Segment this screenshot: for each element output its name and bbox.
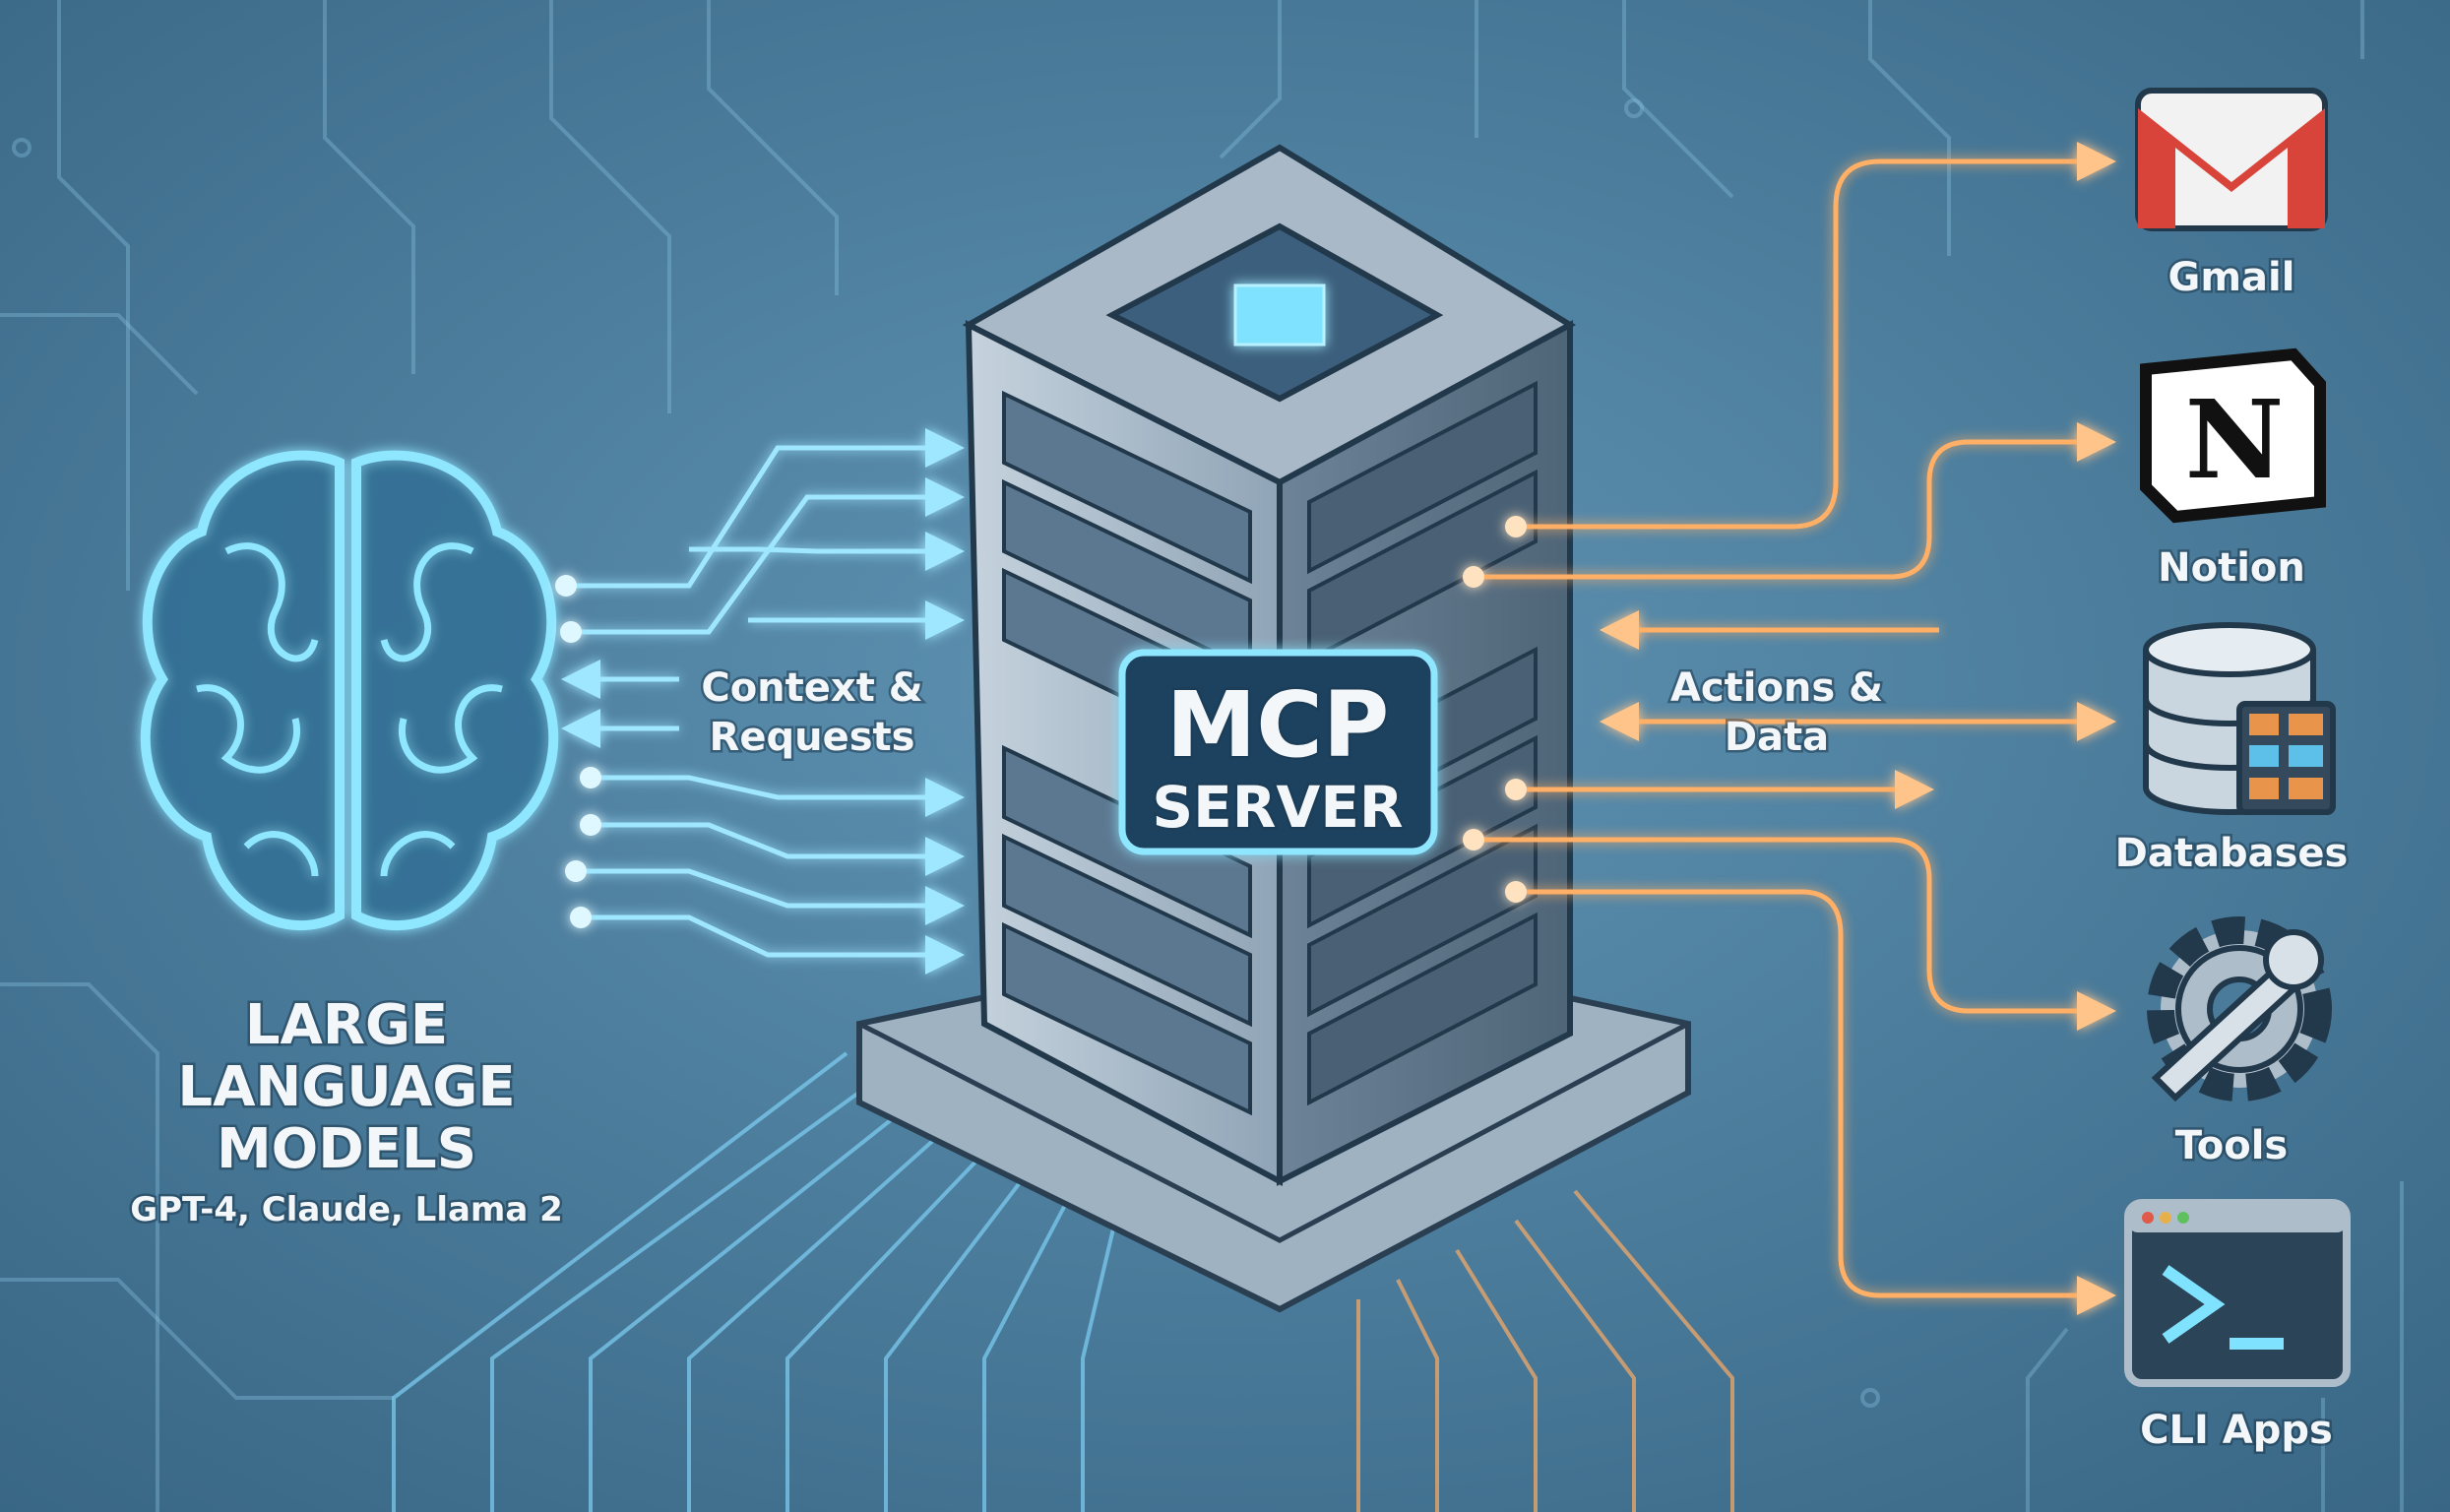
notion-label: Notion bbox=[2158, 545, 2305, 591]
integration-notion: N Notion bbox=[2140, 347, 2326, 594]
cli-apps-label: CLI Apps bbox=[2140, 1408, 2333, 1453]
brain-icon bbox=[140, 450, 559, 930]
context-line-1: Context & bbox=[701, 665, 922, 711]
llm-title-line-2: LANGUAGE bbox=[177, 1055, 515, 1119]
server-subtitle: SERVER bbox=[1152, 774, 1403, 841]
actions-line-2: Data bbox=[1725, 715, 1829, 760]
llm-title-line-3: MODELS bbox=[217, 1117, 476, 1181]
tools-label: Tools bbox=[2175, 1123, 2288, 1168]
integration-cli-apps: CLI Apps bbox=[2124, 1199, 2351, 1456]
integration-tools: Tools bbox=[2147, 916, 2332, 1171]
context-request-lines bbox=[555, 428, 965, 975]
integration-databases: Databases bbox=[2112, 622, 2351, 879]
bottom-pin-traces bbox=[392, 1051, 1734, 1512]
gmail-icon bbox=[2135, 88, 2328, 231]
llm-title-line-1: LARGE bbox=[245, 993, 448, 1057]
actions-data-label: Actions & Data bbox=[1667, 663, 1885, 763]
gmail-label: Gmail bbox=[2168, 255, 2295, 300]
integration-gmail: Gmail bbox=[2135, 88, 2328, 303]
context-requests-label: Context & Requests bbox=[699, 663, 925, 763]
database-icon bbox=[2143, 622, 2336, 815]
mcp-server-label: MCP SERVER bbox=[1118, 649, 1438, 855]
action-data-lines bbox=[1463, 142, 2116, 1315]
actions-line-1: Actions & bbox=[1670, 665, 1883, 711]
gear-wrench-icon bbox=[2147, 916, 2332, 1102]
svg-text:N: N bbox=[2185, 376, 2285, 503]
server-title: MCP bbox=[1166, 672, 1390, 778]
llm-examples: GPT-4, Claude, Llama 2 bbox=[130, 1190, 563, 1229]
notion-icon: N bbox=[2140, 347, 2326, 524]
databases-label: Databases bbox=[2115, 831, 2349, 876]
llm-label: LARGE LANGUAGE MODELS GPT-4, Claude, Lla… bbox=[128, 991, 566, 1232]
context-line-2: Requests bbox=[710, 715, 915, 760]
terminal-icon bbox=[2124, 1199, 2351, 1387]
